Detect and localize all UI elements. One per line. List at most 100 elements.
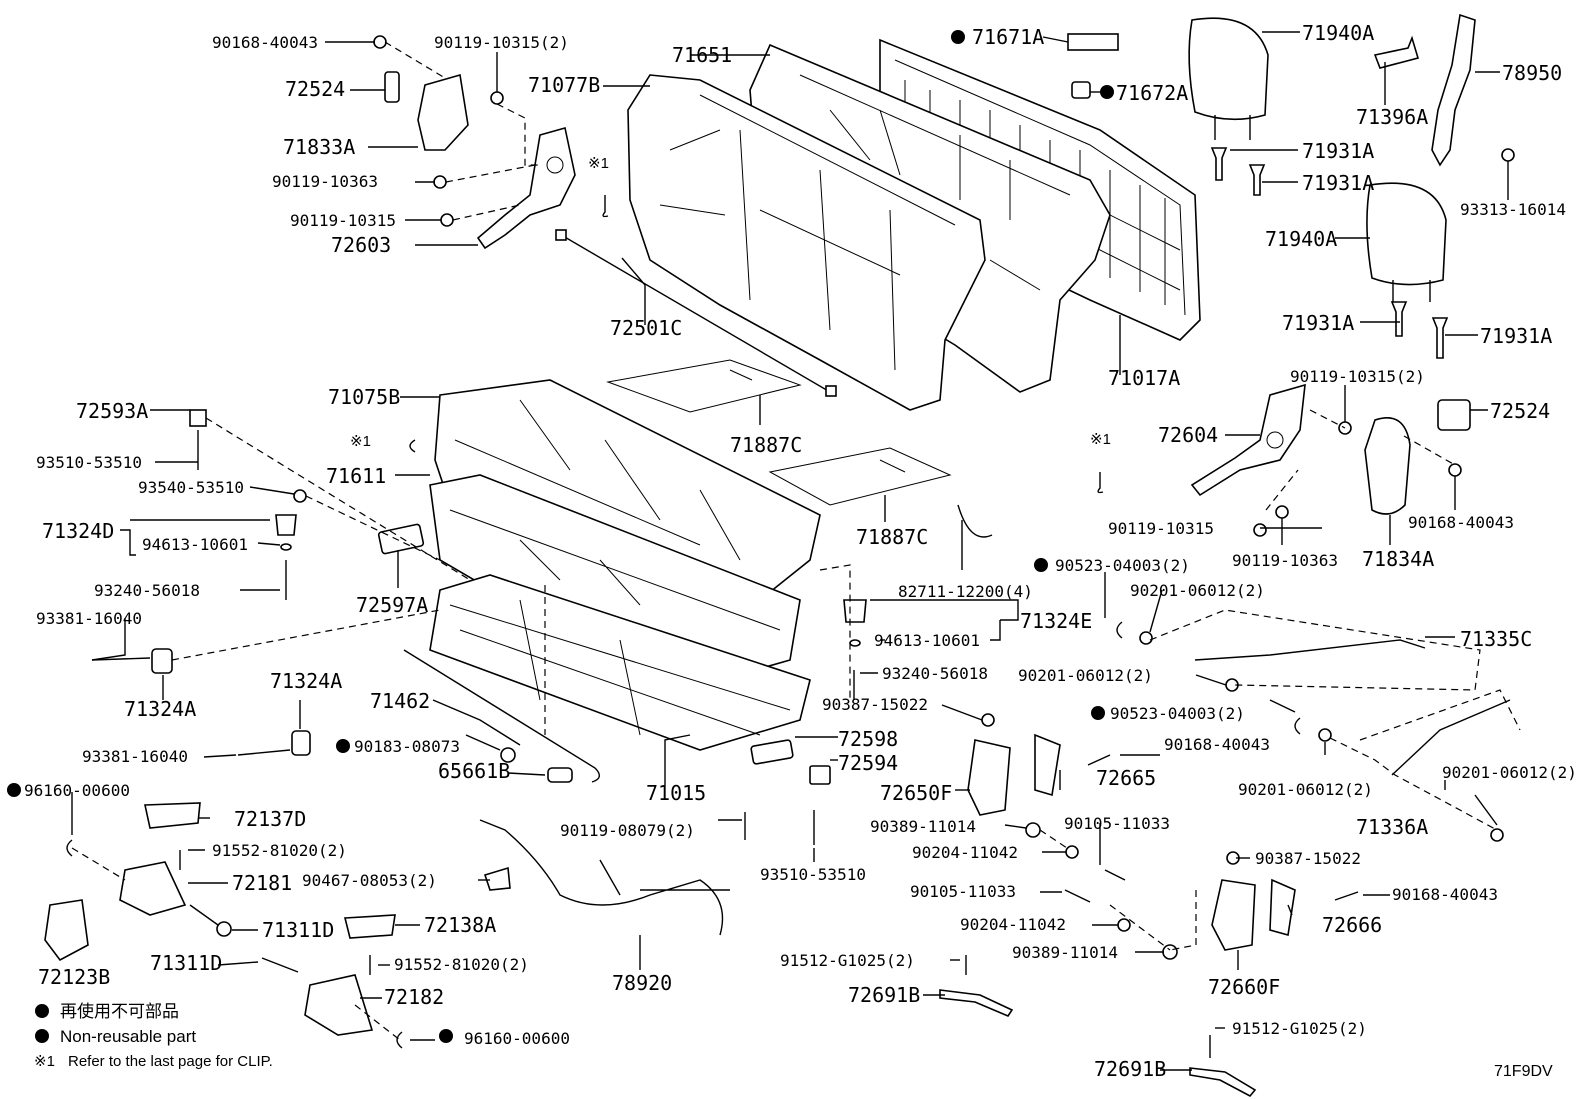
bolt-93540-53510: [293, 489, 307, 503]
label-90201-06012-c: 90201-06012(2): [1238, 780, 1373, 799]
label-72691B-b: 72691B: [1094, 1057, 1166, 1081]
seatbelt-78950: [1431, 13, 1476, 167]
legend-clip-note: Refer to the last page for CLIP.: [68, 1053, 273, 1070]
label-90168-40043-c: 90168-40043: [1164, 735, 1270, 754]
headrest-71940A-upper: [1188, 17, 1269, 140]
bracket-72598: [750, 739, 794, 765]
rod-71335C: [1194, 639, 1426, 661]
label-65661B: 65661B: [438, 759, 510, 783]
label-71075B: 71075B: [328, 385, 400, 409]
legend-dot-jp: [35, 1004, 49, 1018]
label-90389-11014-b: 90389-11014: [1012, 943, 1118, 962]
headrest-support-71931A-set: [1210, 147, 1449, 359]
bolt-90119-10363-b: [1275, 505, 1289, 519]
washer-90201-06012-a: [1139, 631, 1153, 645]
label-71931A-a: 71931A: [1302, 139, 1374, 163]
label-82711-12200: 82711-12200(4): [898, 582, 1033, 601]
rod-71336A: [1391, 699, 1511, 776]
pad-71887C-lower: [768, 447, 952, 506]
bolt-90389-11014-a: [1025, 822, 1041, 838]
latch-72660F: [1211, 879, 1256, 951]
label-90105-11033-b: 90105-11033: [910, 882, 1016, 901]
label-91552-81020-b: 91552-81020(2): [394, 955, 529, 974]
label-71672A: [1071, 81, 1091, 99]
cover-72666: [1269, 878, 1296, 937]
bolt-90168-40043-a: [373, 35, 387, 49]
label-72603: 72603: [331, 233, 391, 257]
bolt-90119-10363-a: [433, 175, 447, 189]
label-90201-06012-d: 90201-06012(2): [1442, 763, 1577, 782]
label-90119-10363-a: 90119-10363: [272, 172, 378, 191]
label-90105-11033-a: 90105-11033: [1064, 814, 1170, 833]
bracket-72691B-a: [939, 989, 1014, 1017]
clip-mark-a: [602, 195, 609, 218]
bracket-72597A: [377, 523, 425, 555]
label-72660F: 72660F: [1208, 975, 1280, 999]
label-93381-16040-a: 93381-16040: [36, 609, 142, 628]
label-71834A: 71834A: [1362, 547, 1434, 571]
label-71611: 71611: [326, 464, 386, 488]
clip-mark-c: [1097, 472, 1104, 494]
pin-71311D-a: [189, 904, 219, 926]
label-90168-40043-b: 90168-40043: [1408, 513, 1514, 532]
label-72524-a: 72524: [285, 77, 345, 101]
label-78920: 78920: [612, 971, 672, 995]
label-93240-56018-a: 93240-56018: [94, 581, 200, 600]
cover-72137D: [144, 802, 201, 829]
cap-72524-right: [1437, 399, 1471, 431]
label-90387-15022-a: 90387-15022: [822, 695, 928, 714]
label-90119-10315-b: 90119-10315: [1108, 519, 1214, 538]
label-clip1-b: ※1: [1090, 431, 1111, 448]
washer-90204-11042-b: [1117, 918, 1131, 932]
pin-71311D-a-head: [216, 921, 232, 937]
label-93381-16040-b: 93381-16040: [82, 747, 188, 766]
hinge-72182: [304, 974, 374, 1036]
seat-frame-71015: [429, 574, 811, 751]
cable-78920: [479, 819, 730, 936]
pipe-65661B: [547, 767, 573, 783]
washer-90204-11042-a: [1065, 845, 1079, 859]
label-71336A: 71336A: [1356, 815, 1428, 839]
cover-72138A: [343, 914, 396, 939]
label-72593A: 72593A: [76, 399, 148, 423]
clip-90523-04003-a: [1116, 621, 1123, 639]
label-71887C-b: 71887C: [856, 525, 928, 549]
label-71931A-b: 71931A: [1302, 171, 1374, 195]
label-72691B-a: 72691B: [848, 983, 920, 1007]
label-71015: 71015: [646, 781, 706, 805]
bolt-90168-40043-b: [1448, 463, 1462, 477]
label-93240-56018-b: 93240-56018: [882, 664, 988, 683]
headrest-71940A-lower: [1366, 182, 1447, 302]
label-72598: 72598: [838, 727, 898, 751]
label-clip1-c: ※1: [350, 433, 371, 450]
label-90168-40043-a: 90168-40043: [212, 33, 318, 52]
stopper-71324A-b: [291, 730, 311, 756]
cover-72123B: [44, 899, 89, 962]
legend-clip-mark: ※1: [34, 1053, 55, 1070]
label-72666: 72666: [1322, 913, 1382, 937]
label-71324A-b: 71324A: [270, 669, 342, 693]
label-93313-16014: 93313-16014: [1460, 200, 1566, 219]
label-72182: 72182: [384, 985, 444, 1009]
label-90119-10363-b: 90119-10363: [1232, 551, 1338, 570]
label-71671A: [1067, 33, 1119, 51]
label-72524-b: 72524: [1490, 399, 1550, 423]
bolt-90105-11033-b: [1064, 889, 1091, 903]
clip-96160-00600-a: [66, 839, 73, 857]
cushion-71324D: [275, 514, 297, 536]
hinge-72603: [476, 126, 576, 250]
label-71324D: 71324D: [42, 519, 114, 543]
label-71931A-d: 71931A: [1480, 324, 1552, 348]
bolt-90105-11033-a: [1104, 869, 1126, 881]
pin-71311D-b: [261, 957, 299, 973]
label-96160-00600-b: 96160-00600: [464, 1029, 570, 1048]
label-93510-53510-a: 93510-53510: [36, 453, 142, 472]
label-90201-06012-b: 90201-06012(2): [1018, 666, 1153, 685]
stopper-72594: [809, 765, 831, 785]
bolt-90168-40043-c: [1087, 754, 1111, 766]
label-94613-10601-b: 94613-10601: [874, 631, 980, 650]
non-reusable-markers: [7, 30, 1114, 1043]
label-72597A: 72597A: [356, 593, 428, 617]
label-90204-11042-b: 90204-11042: [960, 915, 1066, 934]
diagram-code: 71F9DV: [1494, 1063, 1553, 1080]
